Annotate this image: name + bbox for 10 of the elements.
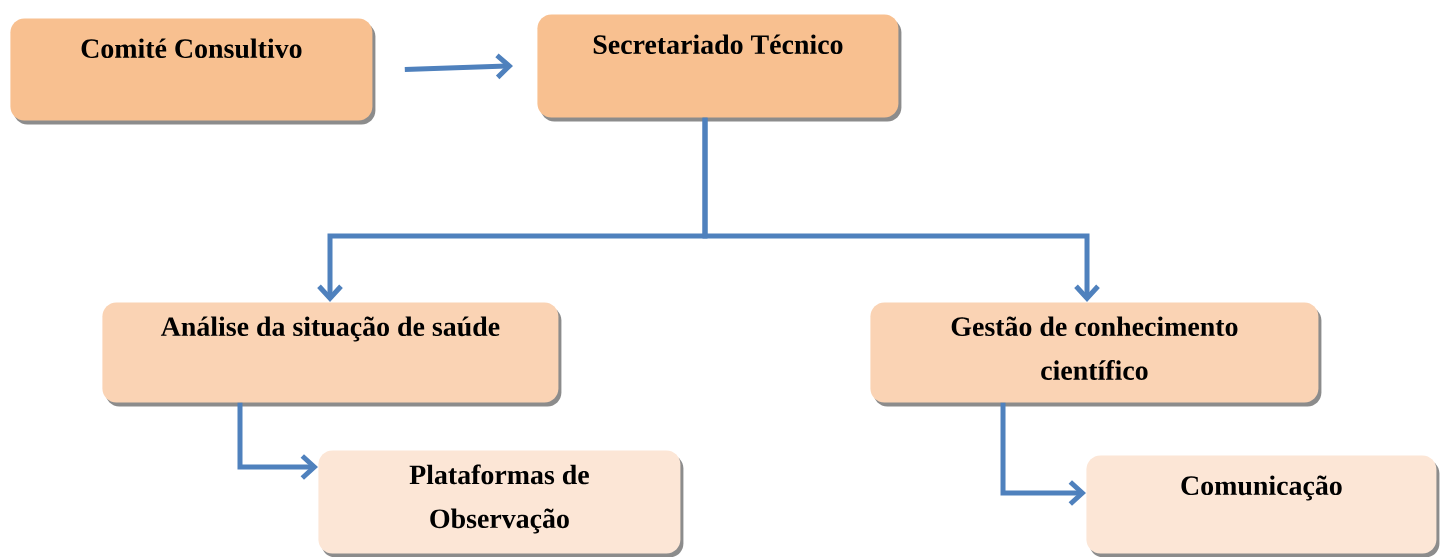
arrow xyxy=(237,402,318,480)
process-box: Análise da situação de saúde xyxy=(102,302,562,407)
arrow xyxy=(1000,402,1086,506)
arrow xyxy=(702,117,1100,302)
process-box: Plataformas de Observação xyxy=(318,450,684,557)
process-box: Secretariado Técnico xyxy=(537,14,902,122)
process-box: Comunicação xyxy=(1086,455,1440,557)
process-box: Comité Consultivo xyxy=(10,18,376,125)
process-box: Gestão de conhecimento científico xyxy=(870,302,1322,407)
arrow xyxy=(404,53,513,80)
